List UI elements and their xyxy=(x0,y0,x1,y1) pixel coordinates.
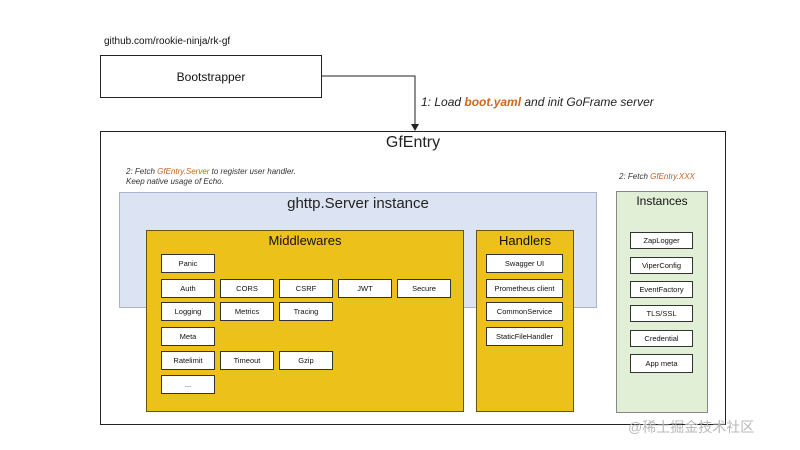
middleware-gzip: Gzip xyxy=(279,351,333,370)
server-instance-title: ghttp.Server instance xyxy=(287,195,429,212)
note-handler-line2: Keep native usage of Echo. xyxy=(126,177,224,186)
gfentry-title: GfEntry xyxy=(385,134,441,151)
middleware-csrf: CSRF xyxy=(279,279,333,298)
instances-box xyxy=(616,191,708,413)
handlers-title: Handlers xyxy=(498,233,552,248)
middlewares-title: Middlewares xyxy=(268,233,342,248)
note-handler-prefix: 2: Fetch xyxy=(126,167,158,176)
middleware-more: ... xyxy=(161,375,215,394)
instances-title: Instances xyxy=(636,194,688,208)
instances-fetch-note: 2: Fetch GfEntry.XXX xyxy=(619,172,695,181)
step1-file: boot.yaml xyxy=(464,95,522,109)
note-handler-suffix: to register user handler. xyxy=(209,167,296,176)
middleware-jwt: JWT xyxy=(338,279,392,298)
middleware-timeout: Timeout xyxy=(220,351,274,370)
instance-tls-ssl: TLS/SSL xyxy=(630,305,693,322)
handler-swagger-ui: Swagger UI xyxy=(486,254,563,273)
bootstrapper-box: Bootstrapper xyxy=(100,55,322,98)
middleware-metrics: Metrics xyxy=(220,302,274,321)
step1-annotation: 1: Load boot.yaml and init GoFrame serve… xyxy=(421,95,654,109)
middleware-cors: CORS xyxy=(220,279,274,298)
handler-prometheus-client: Prometheus client xyxy=(486,279,563,298)
instance-viperconfig: ViperConfig xyxy=(630,257,693,274)
watermark-text: @稀土掘金技术社区 xyxy=(628,419,755,435)
step1-suffix: and init GoFrame server xyxy=(521,95,654,109)
instance-zaplogger: ZapLogger xyxy=(630,232,693,249)
step1-prefix: 1: Load xyxy=(421,95,465,109)
middleware-auth: Auth xyxy=(161,279,215,298)
repo-link[interactable]: github.com/rookie-ninja/rk-gf xyxy=(104,36,231,47)
middleware-tracing: Tracing xyxy=(279,302,333,321)
middleware-logging: Logging xyxy=(161,302,215,321)
note-instances-entity: GfEntry.XXX xyxy=(650,172,695,181)
middleware-ratelimit: Ratelimit xyxy=(161,351,215,370)
middleware-panic: Panic xyxy=(161,254,215,273)
instance-app-meta: App meta xyxy=(630,354,693,373)
middleware-secure: Secure xyxy=(397,279,451,298)
note-handler-entity: GfEntry.Server xyxy=(157,167,210,176)
instance-credential: Credential xyxy=(630,330,693,347)
note-instances-prefix: 2: Fetch xyxy=(619,172,651,181)
instance-eventfactory: EventFactory xyxy=(630,281,693,298)
handler-static-file: StaticFileHandler xyxy=(486,327,563,346)
handler-common-service: CommonService xyxy=(486,302,563,321)
handler-fetch-note: 2: Fetch GfEntry.Server to register user… xyxy=(126,167,296,187)
middleware-meta: Meta xyxy=(161,327,215,346)
bootstrapper-label: Bootstrapper xyxy=(176,69,246,84)
